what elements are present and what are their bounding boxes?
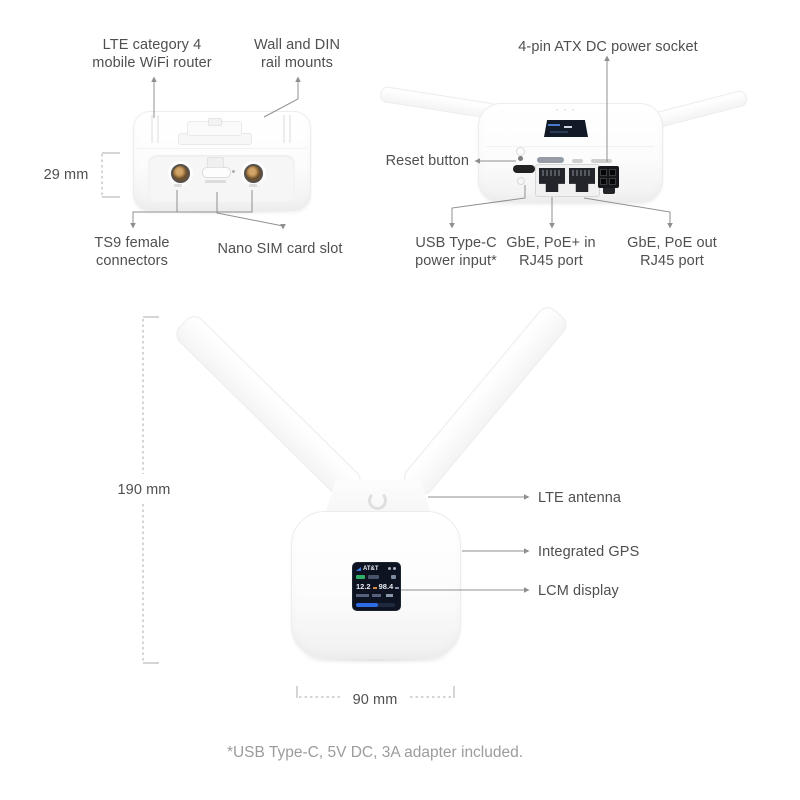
atx-pin-hole	[609, 169, 616, 176]
label-gps: Integrated GPS	[538, 544, 640, 560]
label-mounts: Wall and DIN rail mounts	[253, 37, 341, 71]
label-dim-190mm: 190 mm	[117, 482, 171, 498]
router-bottom-view	[374, 84, 756, 209]
atx-power-socket	[598, 166, 619, 188]
lcm-throughput-row: 12.2 98.4	[356, 582, 400, 591]
dim-29mm-ticks	[102, 152, 120, 198]
reset-button	[518, 156, 523, 161]
lcm-info-bar	[386, 594, 393, 597]
usb-c-port	[513, 165, 535, 173]
led-indicator-ring	[516, 147, 525, 156]
lcm-status-row: AT&T	[356, 566, 379, 572]
port-microtext	[572, 159, 583, 163]
mount-slot-line	[289, 115, 291, 143]
nano-sim-slot	[202, 167, 231, 178]
mount-tab	[208, 118, 222, 126]
lcm-badge	[391, 575, 396, 579]
vent-dot	[564, 109, 566, 111]
connector-microtext-right	[249, 184, 257, 187]
atx-pin-hole	[609, 178, 616, 185]
label-dim-29mm: 29 mm	[43, 167, 89, 183]
mount-slot-line	[283, 115, 285, 143]
label-ts9: TS9 female connectors	[94, 235, 170, 269]
lte-antenna-right	[399, 302, 571, 500]
body-crease	[135, 148, 307, 149]
lcm-value-primary: 12.2	[356, 582, 371, 591]
port-microtext	[591, 159, 612, 163]
lcm-status-icon	[388, 567, 391, 570]
label-poe-out: GbE, PoE out RJ45 port	[627, 235, 717, 269]
sim-microtext	[205, 180, 226, 183]
vent-dot	[572, 109, 574, 111]
lcm-value-secondary: 98.4	[378, 582, 394, 591]
lcm-status-icon	[393, 567, 396, 570]
lcm-unit-mark	[372, 587, 377, 589]
sim-eject-hole	[232, 170, 235, 173]
ts9-connector-right	[244, 164, 263, 183]
label-atx-socket: 4-pin ATX DC power socket	[518, 39, 698, 55]
sim-cover-tab	[207, 157, 224, 168]
rj45-bezel	[535, 164, 600, 197]
label-lte-antenna: LTE antenna	[538, 490, 622, 506]
atx-pin-hole	[600, 169, 607, 176]
lcm-pixel-bar	[564, 126, 572, 128]
lcm-carrier: AT&T	[363, 566, 379, 572]
screw-hole	[517, 177, 525, 185]
lcm-unit-mark	[395, 587, 400, 589]
rj45-pins	[572, 170, 592, 176]
footnote: *USB Type-C, 5V DC, 3A adapter included.	[226, 744, 524, 761]
mount-slot-line	[157, 115, 159, 143]
router-side-view	[133, 111, 311, 211]
signal-icon	[356, 567, 361, 571]
label-poe-in: GbE, PoE+ in RJ45 port	[506, 235, 596, 269]
atx-socket-clip	[603, 188, 615, 194]
ubiquiti-logo-icon	[368, 491, 387, 510]
lcm-pixel-bar	[550, 131, 568, 133]
lcm-display-small	[544, 120, 588, 137]
lcm-progress-fill	[356, 603, 378, 607]
label-dim-90mm: 90 mm	[352, 692, 398, 708]
label-reset: Reset button	[385, 153, 469, 169]
connector-microtext-left	[174, 184, 182, 187]
lcm-info-bar	[356, 594, 369, 597]
body-crease	[486, 146, 654, 147]
rj45-port-poe-in	[539, 168, 565, 192]
vent-dot	[556, 109, 558, 111]
rj45-pins	[542, 170, 562, 176]
label-lcm: LCM display	[538, 583, 619, 599]
port-label-plate	[537, 157, 564, 163]
lcm-mode-badge	[368, 575, 379, 579]
rj45-port-poe-out	[569, 168, 595, 192]
label-router-type: LTE category 4 mobile WiFi router	[92, 37, 212, 71]
lcm-band-badge	[356, 575, 365, 579]
label-usb: USB Type-C power input*	[415, 235, 497, 269]
lcm-display: AT&T 12.2 98.4	[352, 562, 401, 611]
ts9-connector-left	[171, 164, 190, 183]
lcm-info-bar	[372, 594, 381, 597]
atx-pin-hole	[600, 178, 607, 185]
mount-slot-line	[151, 115, 153, 143]
label-sim: Nano SIM card slot	[217, 241, 343, 257]
lte-antenna-left	[171, 311, 366, 503]
lcm-pixel-bar	[548, 124, 560, 126]
